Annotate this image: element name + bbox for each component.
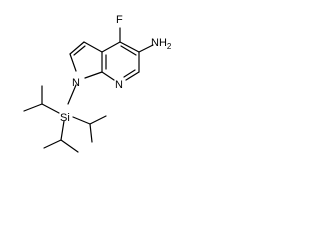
bond-ch-bottom-me2 — [60, 139, 79, 153]
bond-ch-left-me2 — [23, 103, 43, 112]
amine-label: NH2 — [151, 37, 172, 51]
bond-c4-c5-double — [120, 45, 137, 56]
bond-si-ch-right — [72, 116, 91, 125]
chemical-structure-diagram: F NH2 N N Si — [23, 14, 172, 153]
bond-c7a-n1 — [84, 71, 103, 79]
bond-ch-right-me1 — [89, 115, 107, 125]
silicon-label: Si — [60, 112, 70, 124]
bond-n7-c7a — [101, 71, 115, 81]
bond-c3-c3a — [83, 41, 103, 53]
bond-c3a-c4 — [101, 41, 121, 53]
fluorine-label: F — [116, 14, 123, 26]
bond-n1-c2 — [69, 53, 77, 72]
bond-si-ch-left — [41, 103, 60, 114]
amine-text: NH — [151, 37, 167, 49]
bond-c6-n7 — [125, 71, 140, 81]
bond-si-ch-bottom — [60, 120, 65, 141]
bond-n1-si — [67, 84, 77, 105]
bond-c5-nh2 — [138, 44, 154, 53]
bond-ch-bottom-me1 — [43, 139, 62, 149]
bond-c6-n7-double — [123, 69, 136, 78]
pyrrole-nitrogen-label: N — [72, 77, 80, 89]
bond-ch-right-me2 — [89, 123, 93, 143]
amine-subscript: 2 — [167, 42, 172, 51]
bond-c4-c5 — [119, 41, 140, 53]
bond-c2-c3 — [69, 41, 85, 55]
bond-c2-c3-double — [73, 45, 86, 56]
pyridine-nitrogen-label: N — [115, 79, 123, 91]
